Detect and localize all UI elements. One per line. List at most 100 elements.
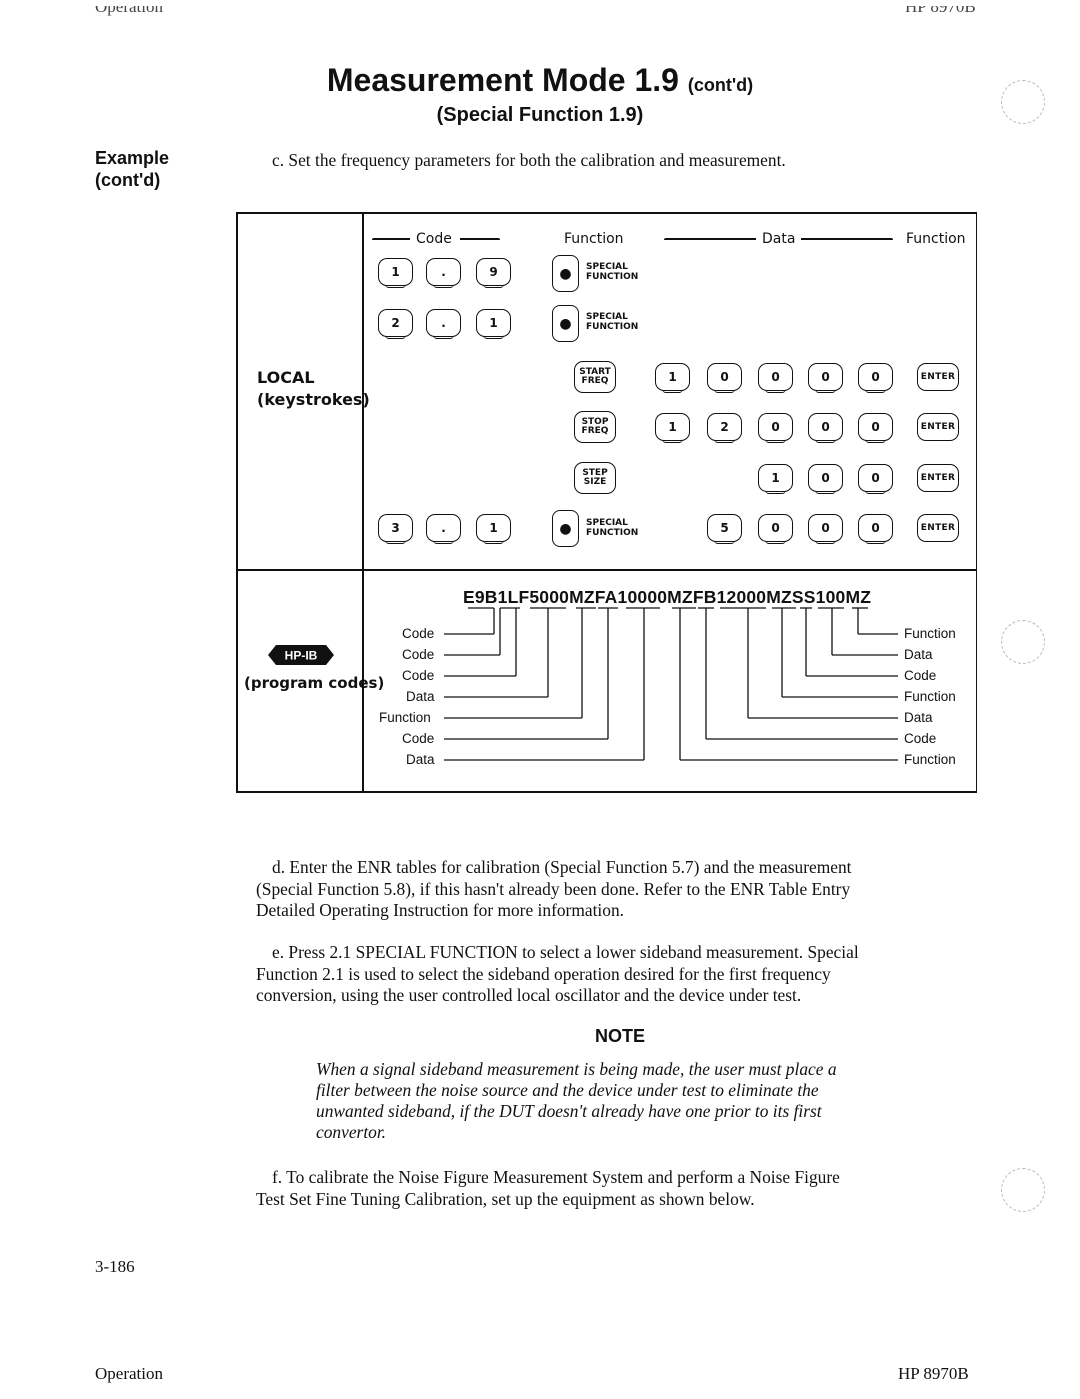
key-0: 0 xyxy=(808,464,843,494)
footer-left: Operation xyxy=(95,1364,163,1383)
key-0: 0 xyxy=(858,514,893,544)
footer-right: HP 8970B xyxy=(898,1364,969,1383)
keystroke-table-frame xyxy=(236,212,977,793)
key-1: 1 xyxy=(655,363,690,393)
key-decimal: . xyxy=(426,258,461,288)
step-f-line-1: f. To calibrate the Noise Figure Measure… xyxy=(272,1167,840,1187)
local-label: LOCAL xyxy=(257,368,315,387)
legend-left-6: Code xyxy=(402,731,435,746)
key-0: 0 xyxy=(808,363,843,393)
program-code-brackets xyxy=(444,607,898,761)
side-label: Example (cont'd) xyxy=(95,147,169,191)
key-1: 1 xyxy=(655,413,690,443)
key-1: 1 xyxy=(476,309,511,339)
key-1: 1 xyxy=(758,464,793,494)
header-function-2: Function xyxy=(906,231,966,247)
local-keystrokes-label: LOCAL (keystrokes) xyxy=(257,367,370,411)
page-title-main: Measurement Mode 1.9 xyxy=(326,62,679,98)
note-heading: NOTE xyxy=(594,1026,645,1046)
bullet-icon: ● xyxy=(559,520,572,537)
legend-left-5: Function xyxy=(379,710,431,725)
legend-left-4: Data xyxy=(406,689,435,704)
running-header-right: HP 8970B xyxy=(905,6,976,16)
note-line-1: When a signal sideband measurement is be… xyxy=(316,1059,837,1079)
hpib-badge-icon: HP-IB xyxy=(268,645,334,665)
step-d-paragraph: d. Enter the ENR tables for calibration … xyxy=(256,857,852,922)
table-horizontal-divider xyxy=(236,569,976,571)
key-5: 5 xyxy=(707,514,742,544)
running-header-left: Operation xyxy=(95,6,163,16)
step-e-line-1: e. Press 2.1 SPECIAL FUNCTION to select … xyxy=(272,942,859,962)
key-0: 0 xyxy=(758,363,793,393)
key-2: 2 xyxy=(378,309,413,339)
page-number: 3-186 xyxy=(95,1257,135,1276)
header-function: Function xyxy=(564,231,624,247)
key-0: 0 xyxy=(808,514,843,544)
legend-right-4: Function xyxy=(904,689,956,704)
step-e-line-2: Function 2.1 is used to select the sideb… xyxy=(256,963,831,984)
special-function-key: ● xyxy=(552,255,579,292)
key-0: 0 xyxy=(758,413,793,443)
legend-left-1: Code xyxy=(402,626,435,641)
special-function-key: ● xyxy=(552,305,579,342)
legend-right-7: Function xyxy=(904,752,956,767)
step-f-line-2: Test Set Fine Tuning Calibration, set up… xyxy=(256,1188,755,1209)
key-2: 2 xyxy=(707,413,742,443)
hole-punch-mark xyxy=(1001,80,1045,124)
enter-key: ENTER xyxy=(917,413,959,441)
page-title-contd: (cont'd) xyxy=(687,75,754,95)
key-decimal: . xyxy=(426,514,461,544)
enter-key: ENTER xyxy=(917,464,959,492)
header-data: Data xyxy=(664,231,894,247)
legend-left-2: Code xyxy=(402,647,435,662)
legend-right-3: Code xyxy=(904,668,937,683)
side-label-line2: (cont'd) xyxy=(95,170,161,190)
note-line-3: unwanted sideband, if the DUT doesn't al… xyxy=(316,1101,822,1121)
enter-key: ENTER xyxy=(917,514,959,542)
keystrokes-label: (keystrokes) xyxy=(257,390,370,409)
step-c-text: c. Set the frequency parameters for both… xyxy=(272,150,786,170)
key-0: 0 xyxy=(808,413,843,443)
table-vertical-divider xyxy=(362,212,364,791)
page-subtitle: (Special Function 1.9) xyxy=(436,104,644,126)
step-d-line-1: d. Enter the ENR tables for calibration … xyxy=(272,857,852,877)
page-title: Measurement Mode 1.9 (cont'd) xyxy=(0,62,1080,99)
side-label-line1: Example xyxy=(95,148,170,168)
hole-punch-mark xyxy=(1001,620,1045,664)
step-e-line-3: conversion, using the user controlled lo… xyxy=(256,985,802,1005)
key-0: 0 xyxy=(758,514,793,544)
legend-right-6: Code xyxy=(904,731,937,746)
hole-punch-mark xyxy=(1001,1168,1045,1212)
legend-right-5: Data xyxy=(904,710,933,725)
step-d-line-2: (Special Function 5.8), if this hasn't a… xyxy=(256,878,851,899)
key-1: 1 xyxy=(378,258,413,288)
key-3: 3 xyxy=(378,514,413,544)
step-e-paragraph: e. Press 2.1 SPECIAL FUNCTION to select … xyxy=(256,942,859,1007)
legend-left-3: Code xyxy=(402,668,435,683)
key-9: 9 xyxy=(476,258,511,288)
legend-right-1: Function xyxy=(904,626,956,641)
note-line-4: convertor. xyxy=(316,1122,387,1142)
key-decimal: . xyxy=(426,309,461,339)
bullet-icon: ● xyxy=(559,315,572,332)
program-code-string: E9B1LF5000MZFA10000MZFB12000MZSS100MZ xyxy=(463,587,872,607)
key-0: 0 xyxy=(707,363,742,393)
legend-right-2: Data xyxy=(904,647,933,662)
legend-left-7: Data xyxy=(406,752,435,767)
key-1: 1 xyxy=(476,514,511,544)
key-0: 0 xyxy=(858,363,893,393)
program-codes-label: (program codes) xyxy=(244,674,385,692)
key-0: 0 xyxy=(858,413,893,443)
step-d-line-3: Detailed Operating Instruction for more … xyxy=(256,900,624,920)
enter-key: ENTER xyxy=(917,363,959,391)
special-function-key: ● xyxy=(552,510,579,547)
header-code: Code xyxy=(372,231,500,247)
bullet-icon: ● xyxy=(559,265,572,282)
key-0: 0 xyxy=(858,464,893,494)
